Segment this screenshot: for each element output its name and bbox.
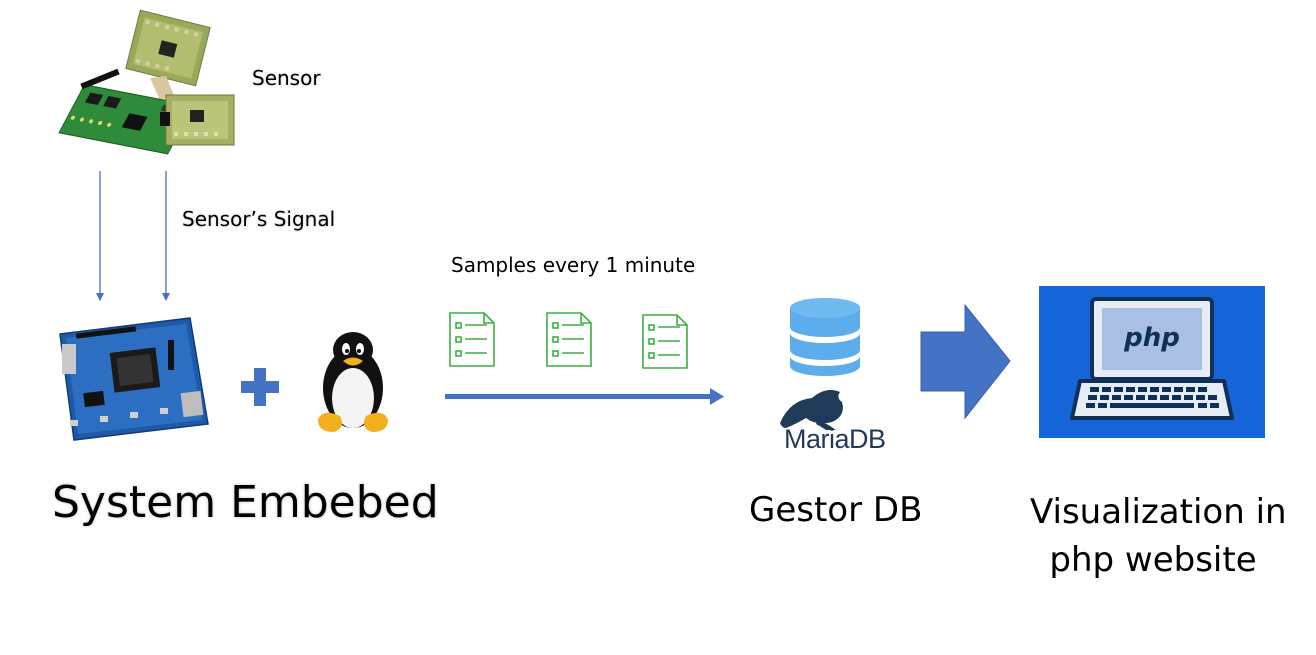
mariadb-logo-text: MariaDB bbox=[784, 424, 886, 454]
laptop-php-icon: php bbox=[1039, 286, 1265, 438]
visualization-label-line2: php website bbox=[1049, 540, 1257, 580]
plus-icon bbox=[241, 368, 279, 406]
visualization-label-line1: Visualization in bbox=[1030, 492, 1287, 532]
php-logo-text: php bbox=[1123, 323, 1180, 353]
fpga-board-image bbox=[59, 317, 209, 441]
system-embedded-label: System Embebed bbox=[52, 477, 439, 528]
samples-arrow bbox=[445, 388, 724, 405]
sensor-board-image bbox=[58, 9, 235, 155]
visualization-label: Visualization in php website bbox=[1030, 488, 1287, 584]
database-icon bbox=[790, 298, 860, 376]
sensor-signal-label: Sensor’s Signal bbox=[182, 207, 336, 231]
document-icon bbox=[546, 312, 592, 367]
gestor-db-label: Gestor DB bbox=[749, 490, 923, 530]
linux-tux-icon bbox=[318, 332, 388, 432]
document-icon bbox=[642, 314, 688, 369]
mariadb-seal-icon bbox=[780, 390, 843, 430]
samples-label: Samples every 1 minute bbox=[451, 253, 696, 277]
document-icon bbox=[449, 312, 495, 367]
arrow-right-icon bbox=[920, 303, 1011, 420]
sensor-label: Sensor bbox=[252, 66, 321, 90]
